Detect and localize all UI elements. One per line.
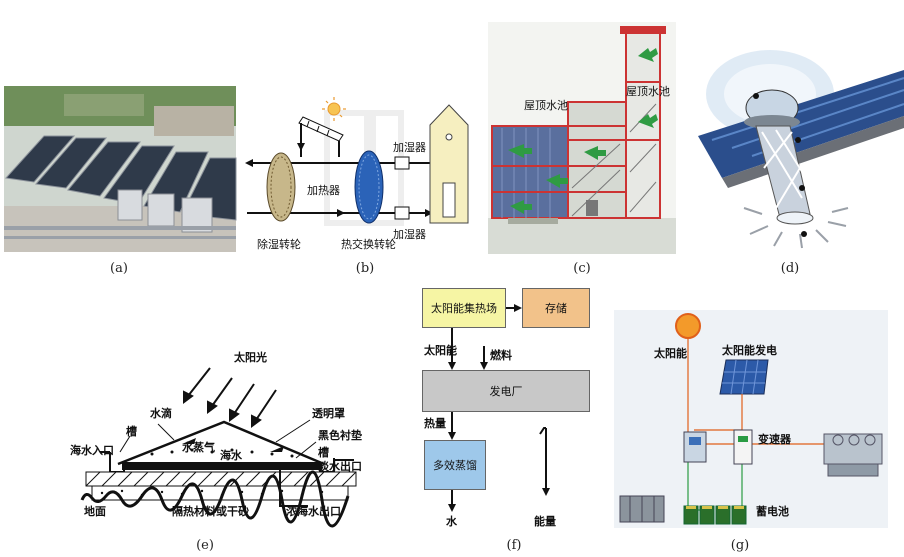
black-liner-label: 黑色衬垫 bbox=[318, 429, 362, 442]
pv-power-label: 太阳能发电 bbox=[722, 344, 777, 357]
roof-pool-right-label: 屋顶水池 bbox=[626, 85, 670, 98]
heater-label: 加热器 bbox=[307, 184, 340, 197]
sunlight-label: 太阳光 bbox=[234, 351, 267, 364]
cover-label: 透明罩 bbox=[312, 407, 345, 420]
building-section-illustration bbox=[488, 22, 676, 254]
trough-right-label: 槽 bbox=[318, 446, 329, 459]
solar-collector-photo-illustration bbox=[4, 86, 237, 252]
panel-b-desiccant-schematic: 加热器 加湿器 加湿器 除湿转轮 热交换转轮 bbox=[245, 95, 475, 255]
fuel-label: 燃料 bbox=[490, 349, 512, 362]
caption-g: (g) bbox=[730, 538, 750, 553]
caption-b: (b) bbox=[355, 261, 375, 276]
brine-outlet-label: 浓海水出口 bbox=[286, 505, 341, 518]
vapor-label: 水蒸气 bbox=[182, 441, 215, 454]
inverter-label: 变速器 bbox=[758, 433, 791, 446]
panel-d-tubular-skylight bbox=[692, 28, 904, 254]
ground-label: 地面 bbox=[84, 505, 106, 518]
skylight-illustration bbox=[698, 50, 904, 249]
panel-a-solar-collector-photo bbox=[4, 86, 237, 252]
heat-exchange-wheel-label: 热交换转轮 bbox=[341, 238, 396, 251]
desiccant-schematic-drawing bbox=[245, 97, 469, 226]
power-plant-label: 发电厂 bbox=[489, 385, 523, 398]
roof-pool-left-label: 屋顶水池 bbox=[524, 99, 568, 112]
humidifier-bottom-label: 加湿器 bbox=[393, 228, 426, 241]
distillation-label: 多效蒸馏 bbox=[433, 459, 477, 472]
pv-system-illustration bbox=[614, 310, 888, 528]
dehumid-wheel-label: 除湿转轮 bbox=[257, 238, 301, 251]
solar-energy-label-g: 太阳能 bbox=[654, 347, 687, 360]
battery-label: 蓄电池 bbox=[756, 505, 789, 518]
solar-field-box: 太阳能集热场 bbox=[422, 288, 506, 328]
freshwater-outlet-label: 淡水出口 bbox=[318, 460, 362, 473]
solar-field-label: 太阳能集热场 bbox=[431, 302, 497, 315]
solar-energy-label: 太阳能 bbox=[424, 344, 457, 357]
seawater-label: 海水 bbox=[220, 449, 242, 462]
caption-c: (c) bbox=[573, 261, 591, 276]
panel-g-pv-system: 太阳能 太阳能发电 变速器 蓄电池 bbox=[614, 310, 888, 528]
seawater-inlet-label: 海水入口 bbox=[70, 444, 114, 457]
trough-left-label: 槽 bbox=[126, 425, 137, 438]
sun-icon bbox=[322, 97, 346, 121]
power-plant-box: 发电厂 bbox=[422, 370, 590, 412]
heat-label: 热量 bbox=[424, 417, 446, 430]
water-label: 水 bbox=[446, 515, 457, 528]
caption-d: (d) bbox=[780, 261, 800, 276]
storage-box: 存储 bbox=[522, 288, 590, 328]
panel-e-solar-still: 太阳光 水滴 透明罩 槽 黑色衬垫 海水入口 水蒸气 海水 槽 淡水出口 地面 … bbox=[62, 340, 366, 530]
insulation-label: 隔热材料或干砂 bbox=[172, 505, 249, 518]
panel-c-building-section: 屋顶水池 屋顶水池 bbox=[488, 22, 676, 254]
distillation-box: 多效蒸馏 bbox=[424, 440, 486, 490]
water-drop-label: 水滴 bbox=[150, 407, 172, 420]
caption-a: (a) bbox=[110, 261, 128, 276]
caption-e: (e) bbox=[196, 538, 214, 553]
storage-label: 存储 bbox=[545, 302, 567, 315]
solar-still-drawing bbox=[80, 367, 357, 528]
caption-f: (f) bbox=[506, 538, 522, 553]
flowchart-connectors bbox=[448, 304, 550, 512]
humidifier-top-label: 加湿器 bbox=[393, 141, 426, 154]
panel-f-flowchart: 太阳能集热场 存储 太阳能 燃料 发电厂 热量 多效蒸馏 水 能量 bbox=[418, 284, 610, 534]
energy-label: 能量 bbox=[534, 515, 556, 528]
